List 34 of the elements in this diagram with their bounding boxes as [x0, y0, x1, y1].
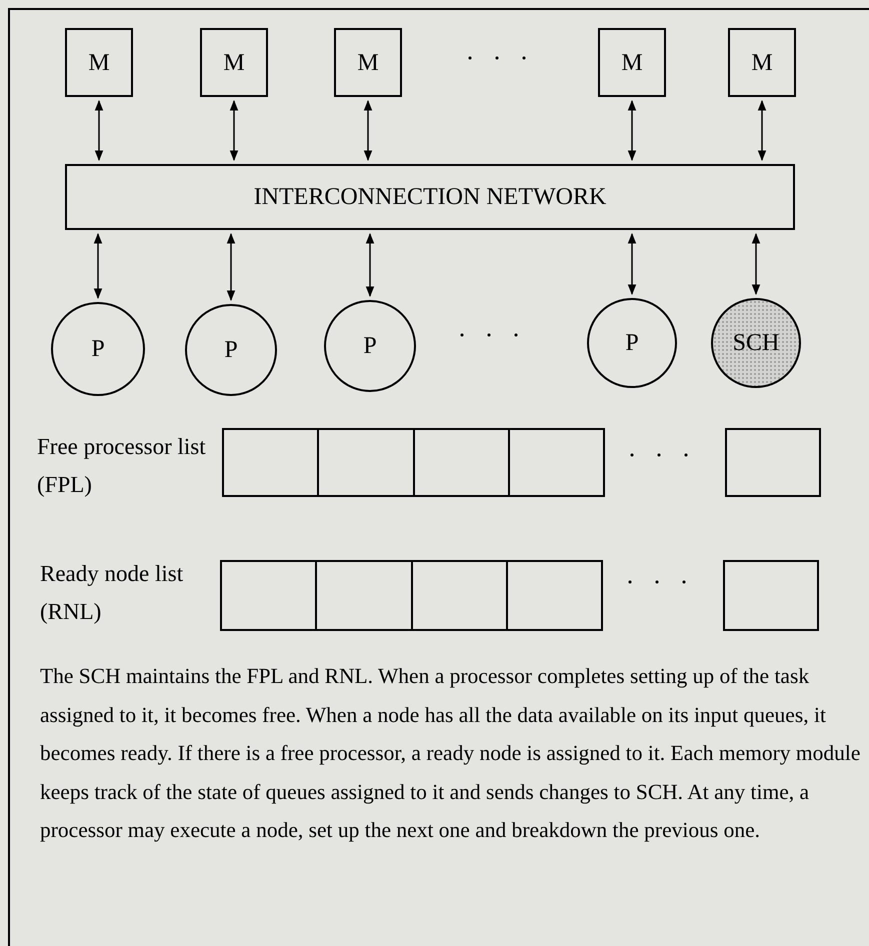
memory-box	[598, 28, 666, 97]
double-arrow	[366, 232, 374, 298]
node-label: M	[751, 48, 773, 78]
node-label: SCH	[732, 329, 780, 358]
list-strip	[220, 560, 603, 631]
double-arrow	[94, 232, 102, 300]
node-label: P	[224, 336, 238, 365]
double-arrow	[230, 100, 238, 162]
network-bar	[65, 164, 795, 230]
double-arrow	[758, 100, 766, 162]
double-arrow	[364, 100, 372, 162]
node-label: P	[625, 329, 639, 358]
list-cell	[723, 560, 819, 631]
double-arrow	[628, 100, 636, 162]
memory-box	[65, 28, 133, 97]
list-label: Free processor list (FPL)	[37, 433, 207, 499]
memory-box	[200, 28, 268, 97]
node-label: M	[88, 48, 110, 78]
node-label: M	[621, 48, 643, 78]
node-label: P	[91, 335, 105, 364]
memory-box	[728, 28, 796, 97]
list-label: Ready node list (RNL)	[40, 560, 184, 626]
list-cell	[725, 428, 821, 497]
caption: The SCH maintains the FPL and RNL. When a processor completes setting up of the task assigned to it, it becomes free. When a node has all the data available on its input queues, it becomes ready. If there is a free processor, a ready node is assigned to it. Each memory module keeps track of the state of queues assigned to it and sends changes to SCH. At any time, a processor may execute a node, set up the next one and breakdown the previous one.	[40, 663, 862, 844]
list-strip	[222, 428, 605, 497]
node-label: M	[223, 48, 245, 78]
double-arrow	[752, 232, 760, 296]
node-label: M	[357, 48, 379, 78]
double-arrow	[628, 232, 636, 296]
double-arrow	[226, 232, 236, 302]
double-arrow	[94, 100, 104, 162]
memory-box	[334, 28, 402, 97]
node-label: INTERCONNECTION NETWORK	[254, 183, 606, 212]
node-label: P	[363, 332, 377, 361]
